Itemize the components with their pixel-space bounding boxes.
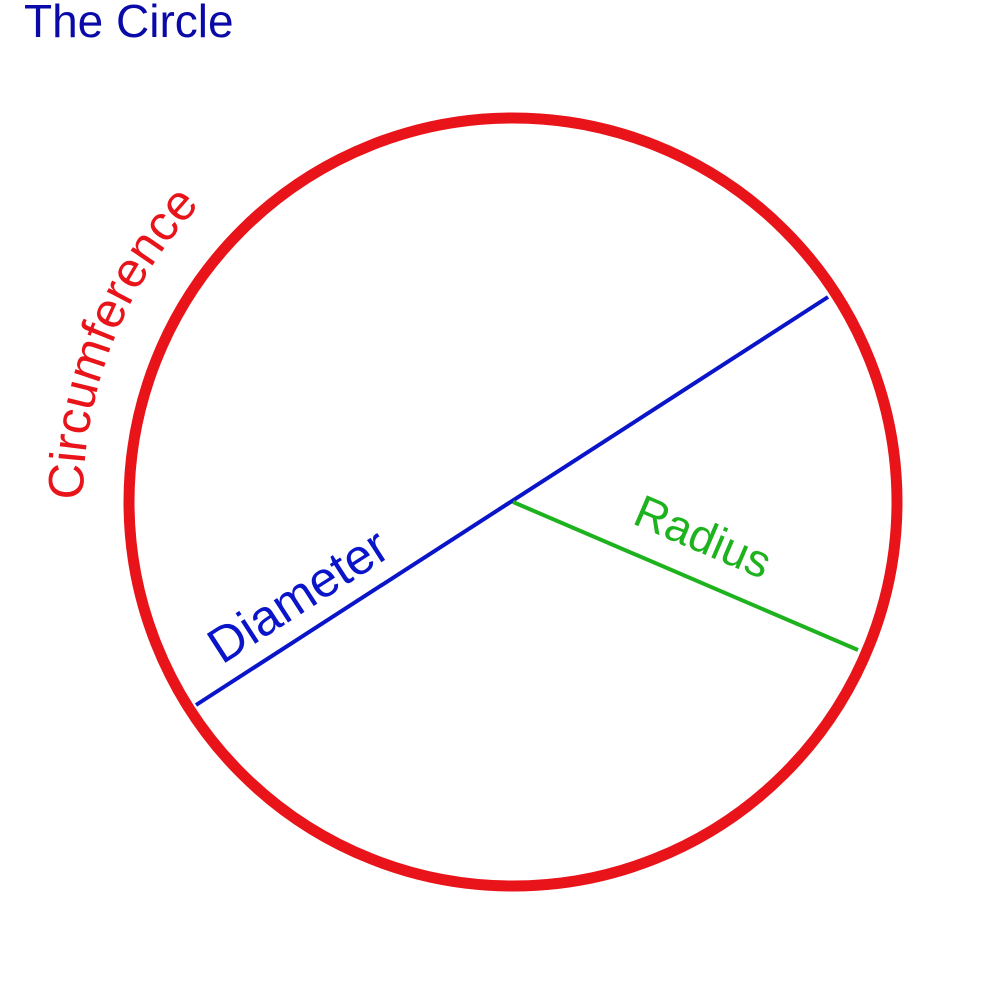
radius-label: Radius — [627, 484, 779, 588]
circumference-circle — [123, 112, 903, 892]
radius-line — [512, 500, 859, 652]
page-title: The Circle — [24, 0, 234, 47]
circumference-label: Circumference — [38, 175, 209, 501]
diameter-line — [194, 295, 830, 707]
